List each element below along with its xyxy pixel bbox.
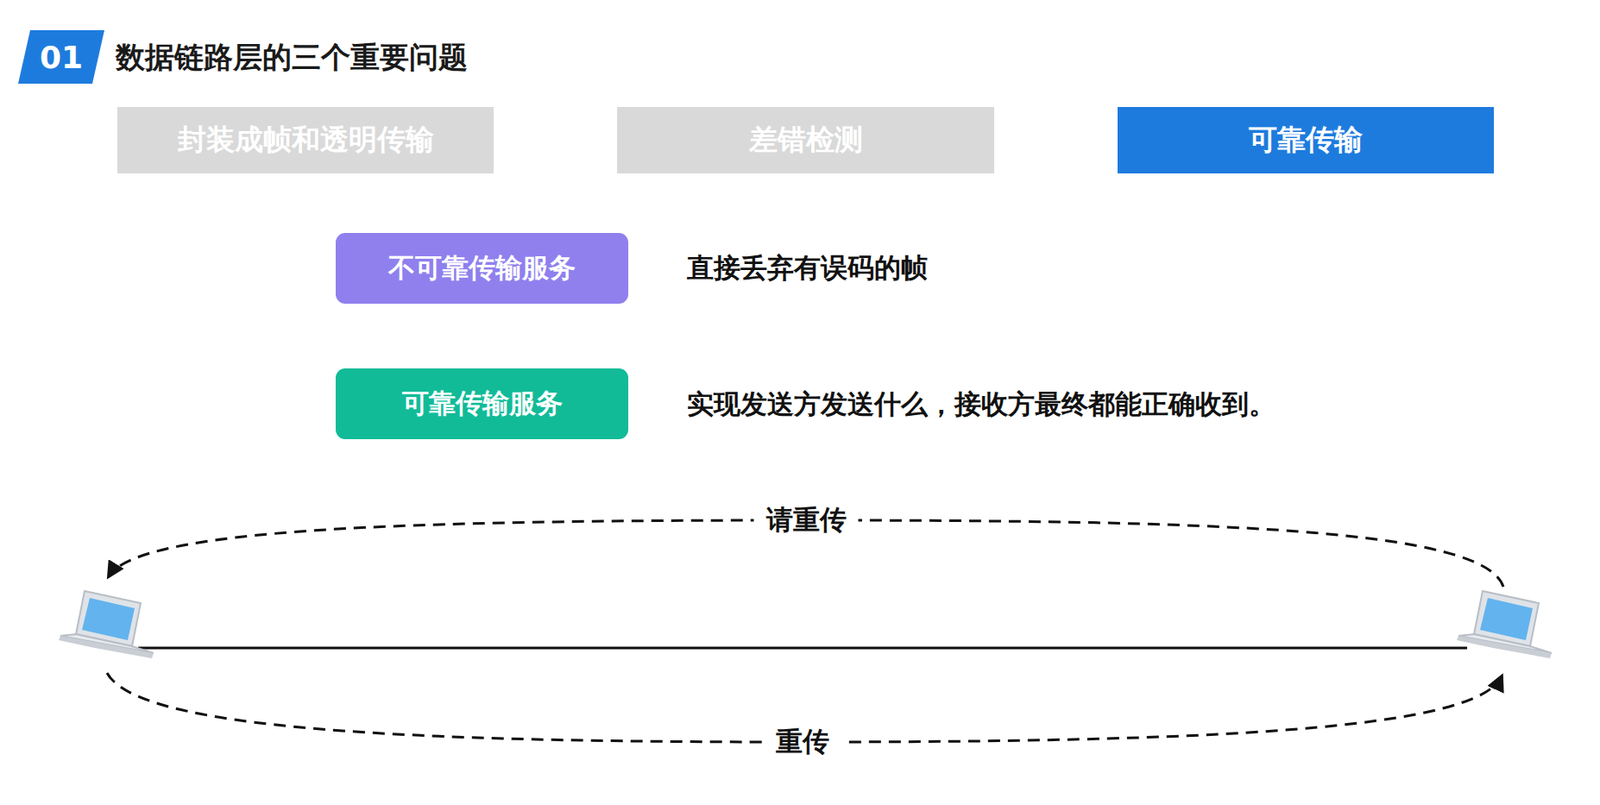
- node-label: 可靠传输服务: [402, 385, 563, 423]
- topic-tab: 封装成帧和透明传输: [117, 107, 494, 174]
- service-box: 可靠传输服务: [335, 368, 629, 440]
- topic-tab: 差错检测: [617, 107, 995, 174]
- link-line: [138, 647, 1468, 650]
- arc-label: 请重传: [754, 502, 859, 539]
- laptop-icon: [1456, 591, 1552, 659]
- arc-label: 重传: [763, 724, 842, 761]
- node-label: 封装成帧和透明传输: [177, 120, 435, 160]
- node-label: 01: [39, 39, 83, 76]
- slide-title: 数据链路层的三个重要问题: [115, 37, 468, 78]
- description-text: 直接丢弃有误码的帧: [686, 250, 928, 287]
- description-text: 实现发送方发送什么，接收方最终都能正确收到。: [686, 386, 1276, 423]
- active-topic-tab: 可靠传输: [1117, 107, 1494, 174]
- service-box: 不可靠传输服务: [335, 233, 629, 304]
- section-badge: 01: [18, 30, 105, 84]
- node-label: 差错检测: [749, 120, 863, 160]
- laptop-icon: [58, 591, 154, 659]
- node-label: 可靠传输: [1248, 120, 1363, 160]
- badge-fill: [18, 30, 105, 84]
- node-label: 不可靠传输服务: [388, 250, 576, 287]
